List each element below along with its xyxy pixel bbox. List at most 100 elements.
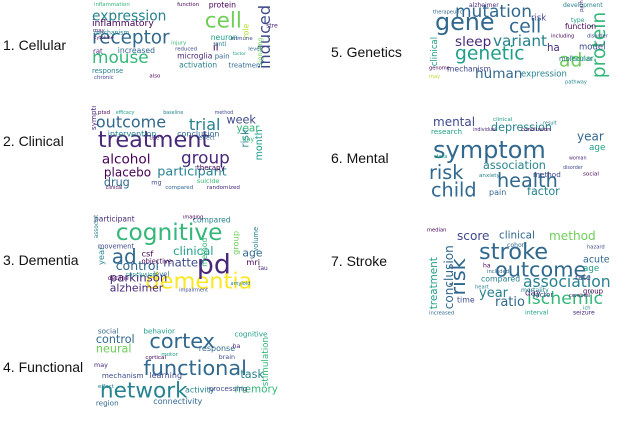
cloud-word: response	[92, 67, 123, 75]
cloud-word: outcome	[96, 113, 166, 132]
cloud-word: treatment	[229, 62, 264, 70]
cloud-word: also	[149, 73, 160, 79]
cloud-word: increased	[118, 46, 155, 55]
cloud-word: connectivity	[153, 397, 202, 406]
cloud-word: trial	[189, 115, 221, 134]
cloud-word: group	[181, 148, 230, 168]
topic-label-genetics: 5. Genetics	[331, 44, 402, 60]
cloud-word: sleep	[455, 34, 491, 50]
cloud-word: cerebral	[569, 293, 590, 299]
cloud-word: disorder	[563, 165, 583, 171]
cloud-word: age	[242, 247, 262, 260]
cloud-word: expression	[92, 9, 166, 25]
cloud-word: signaling	[257, 38, 264, 66]
cloud-word: method	[215, 110, 234, 116]
cloud-word: expression	[521, 70, 567, 80]
cloud-word: brain	[219, 353, 235, 361]
cloud-word: region	[96, 398, 119, 407]
cloud-word: gene	[435, 8, 494, 36]
cloud-word: pd	[197, 249, 231, 280]
cloud-word: pain	[215, 52, 230, 60]
cloud-word: immune	[231, 36, 254, 42]
cloud-word: factor	[533, 291, 553, 299]
cloud-word: pain	[489, 188, 506, 197]
cloud-word: time	[457, 295, 475, 304]
cloud-word: control	[96, 333, 135, 346]
cloud-word: inflammation	[94, 2, 130, 8]
cloud-word: day	[242, 135, 254, 143]
cloud-word: decline	[108, 276, 129, 282]
cloud-word: mortality	[521, 287, 549, 294]
cloud-word: interval	[525, 310, 549, 317]
cloud-word: clinical	[493, 117, 513, 123]
cloud-word: level	[153, 271, 169, 279]
cloud-word: microglia	[177, 51, 213, 60]
cloud-word: association	[483, 159, 546, 172]
cloud-word: csf	[142, 249, 155, 259]
cloud-word: risk	[429, 161, 464, 184]
cloud-word: protein	[209, 1, 236, 10]
word-cloud-svg: cortexnetworkfunctionalcontrolneuraltask…	[94, 327, 278, 407]
cloud-word: alzheimer	[110, 282, 164, 295]
cloud-word: anti	[215, 41, 227, 48]
cloud-word: role	[241, 23, 250, 38]
cloud-word: compared	[165, 185, 194, 191]
cloud-word: method	[533, 170, 561, 179]
cloud-word: method	[200, 237, 209, 266]
cloud-word: level	[248, 47, 261, 53]
cloud-word: ratio	[495, 295, 525, 310]
cloud-word: induced	[255, 5, 274, 69]
cloud-word: inflammatory	[92, 18, 154, 29]
cloud-word: cell	[205, 9, 242, 34]
cloud-word: processing	[209, 384, 248, 393]
cloud-word: woman	[569, 157, 587, 162]
cloud-word: efficacy	[116, 110, 135, 116]
cloud-word: impairment	[179, 288, 208, 294]
cloud-word: clinical	[430, 37, 440, 66]
cloud-word: cortex	[149, 329, 215, 353]
cloud-word: year	[236, 123, 260, 135]
cloud-word: function	[177, 2, 199, 8]
cloud-word: neural	[96, 343, 132, 356]
cloud-word: conclusion	[521, 127, 551, 133]
cloud-word: rate	[575, 273, 591, 282]
cloud-word: activity	[185, 386, 215, 395]
cloud-word: may	[429, 74, 440, 80]
cloud-word: mouse	[92, 47, 149, 67]
cloud-word: cohort	[507, 242, 527, 249]
cloud-word: age	[583, 264, 599, 274]
cloud-word: effect	[98, 384, 115, 390]
cloud-word: mental	[433, 115, 475, 129]
cloud-word: parkinson	[110, 271, 167, 285]
cloud-word: association	[523, 273, 611, 291]
cloud-word: intervention	[108, 129, 157, 138]
cloud-word: hazard	[587, 245, 605, 251]
word-cloud-svg: cognitivedementiapdadcontrolclinicalpark…	[94, 215, 268, 295]
cloud-word: heart	[475, 285, 489, 291]
cloud-word: included	[487, 269, 509, 275]
cloud-word: conclusion	[442, 245, 456, 309]
cloud-word: risk	[239, 129, 251, 148]
cloud-word: clinical	[106, 185, 123, 191]
cloud-word: may	[94, 361, 108, 369]
cloud-word: risk	[446, 258, 470, 295]
cloud-word: genetic	[455, 44, 525, 65]
cloud-word: month	[254, 129, 265, 160]
cloud-word: mri	[246, 257, 260, 267]
cloud-word: symptom	[433, 136, 546, 164]
cloud-word: social	[583, 172, 599, 178]
cloud-word: year	[479, 286, 509, 301]
cloud-word: functional	[143, 356, 246, 380]
cloud-word: ad	[559, 50, 582, 71]
topic-label-mental: 6. Mental	[331, 150, 389, 166]
cloud-word: seizure	[573, 310, 595, 317]
cloud-word: mechanism	[94, 30, 129, 37]
cloud-word: including	[551, 33, 574, 39]
cloud-word: model	[579, 42, 605, 52]
cloud-word: amyloid	[231, 281, 251, 287]
cloud-word: drug	[104, 176, 130, 189]
